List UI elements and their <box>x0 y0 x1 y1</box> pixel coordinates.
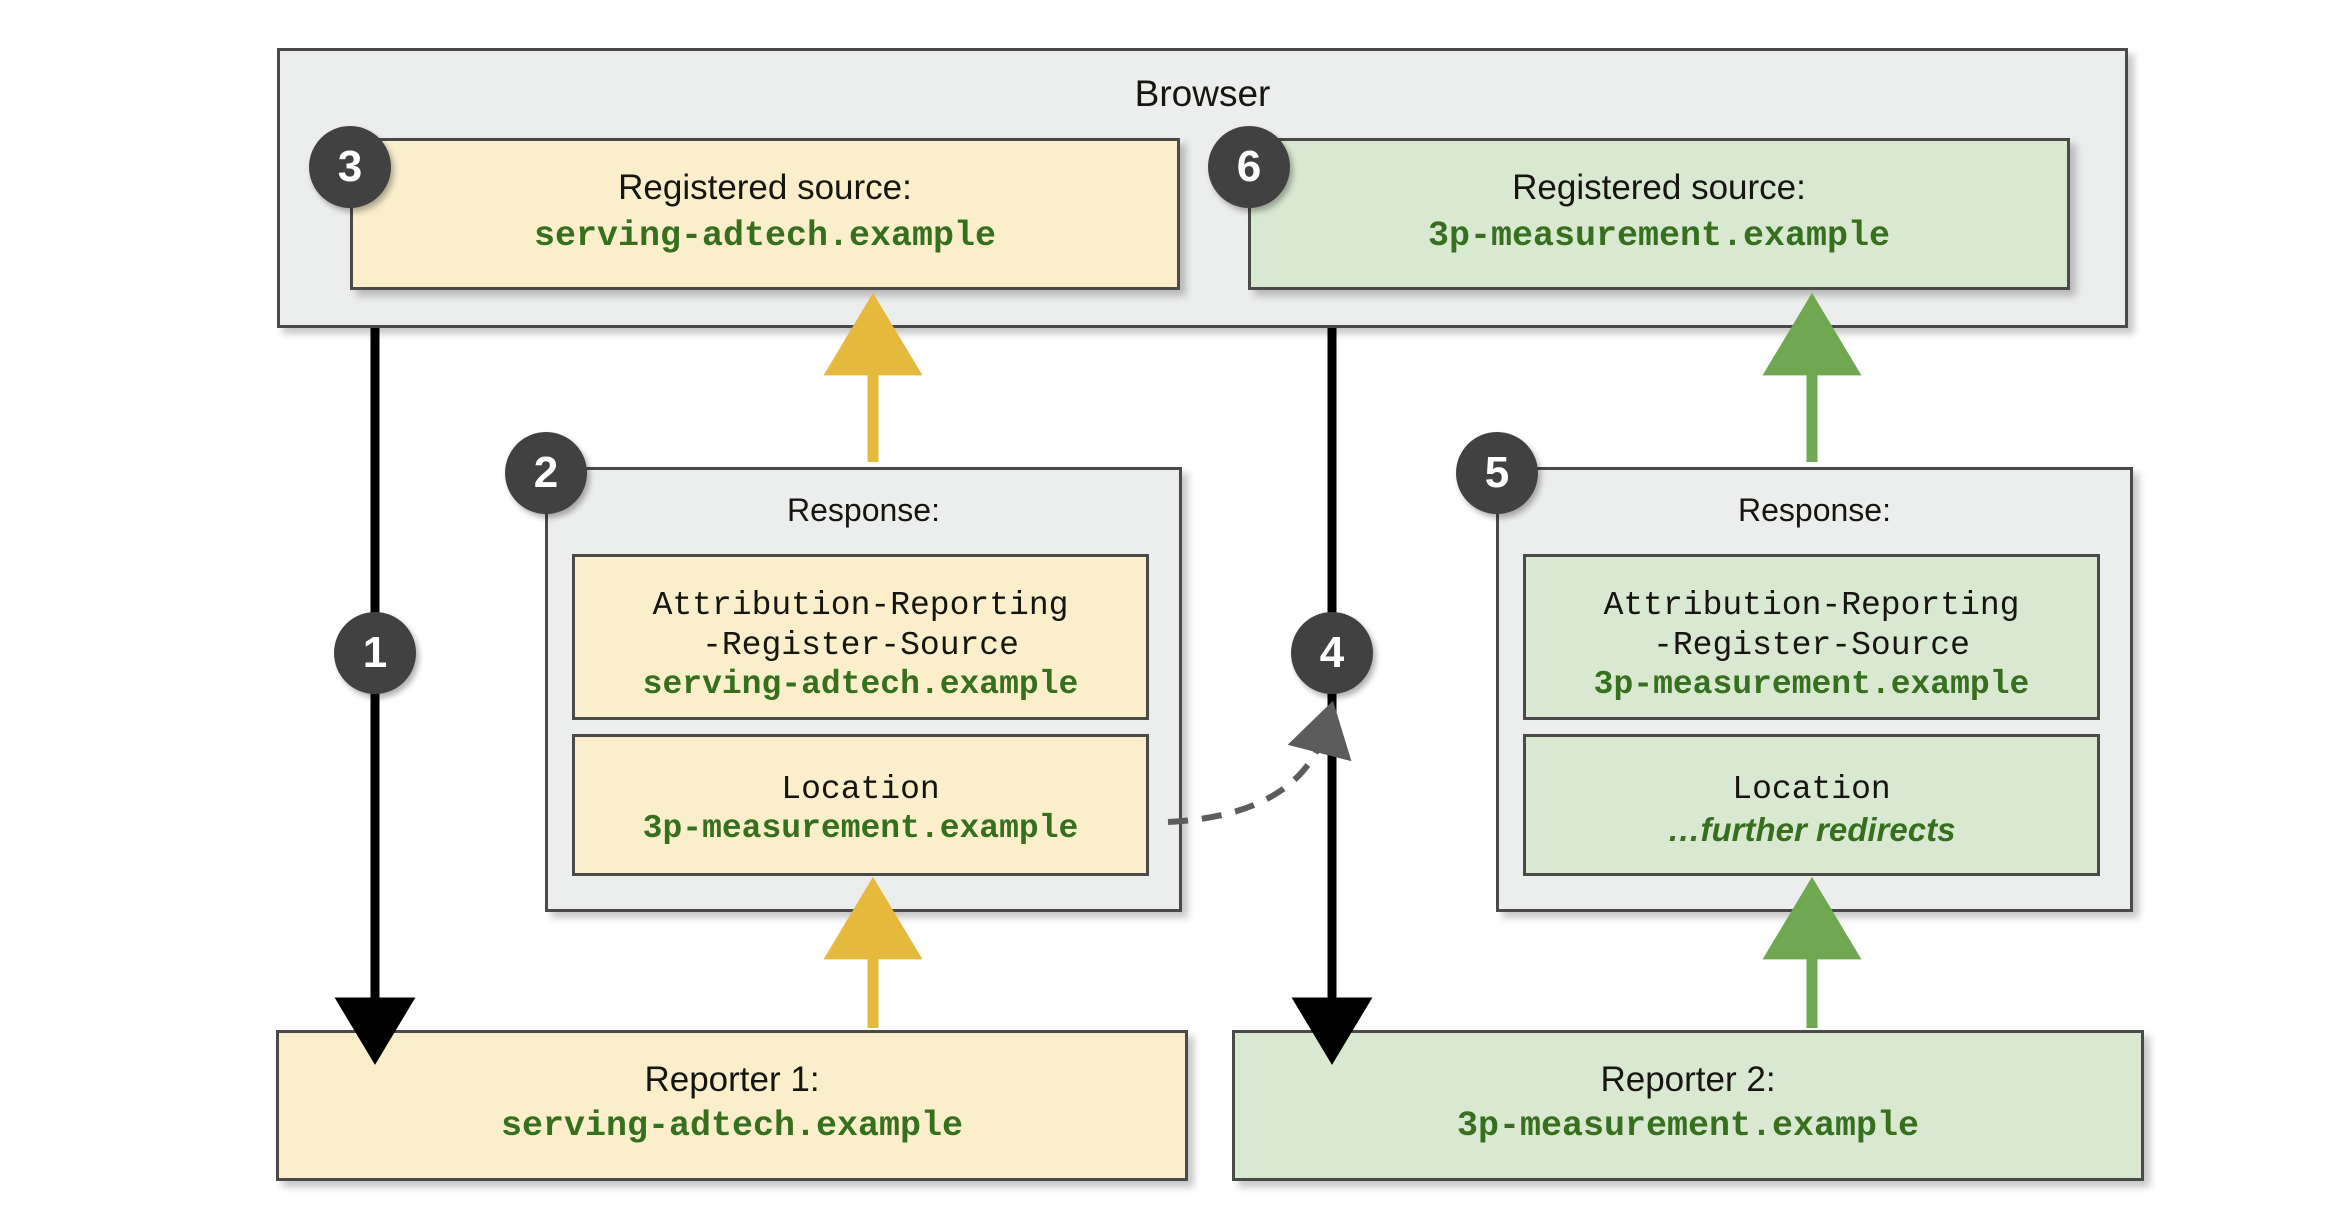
header-value-text: …further redirects <box>1667 811 1956 848</box>
registered-source-caption-2: Registered source: <box>1251 167 2067 210</box>
caption-text: Reporter 2: <box>1600 1060 1776 1099</box>
domain-text: serving-adtech.example <box>533 216 997 256</box>
domain-text: 3p-measurement.example <box>1427 216 1891 256</box>
header-name-line2: -Register-Source <box>575 625 1146 668</box>
response-header-card-1-1: Location 3p-measurement.example <box>572 734 1149 876</box>
domain-text: serving-adtech.example <box>500 1106 964 1146</box>
header-name-line1: Location <box>1526 769 2097 812</box>
reporter-card-2[interactable]: Reporter 2: 3p-measurement.example <box>1232 1030 2144 1181</box>
registered-source-caption-1: Registered source: <box>353 167 1177 210</box>
registered-source-card-1[interactable]: Registered source: serving-adtech.exampl… <box>350 138 1180 290</box>
badge-number: 1 <box>362 628 388 677</box>
header-value-text: serving-adtech.example <box>642 666 1079 703</box>
header-name-line1: Attribution-Reporting <box>1526 585 2097 628</box>
step-badge-5: 5 <box>1456 432 1538 514</box>
badge-number: 2 <box>533 448 559 497</box>
reporter-caption-2: Reporter 2: <box>1235 1059 2141 1102</box>
header-value: serving-adtech.example <box>575 665 1146 705</box>
caption-text: Reporter 1: <box>644 1060 820 1099</box>
response-title-1: Response: <box>787 492 940 528</box>
badge-number: 4 <box>1319 628 1345 677</box>
reporter-card-1[interactable]: Reporter 1: serving-adtech.example <box>276 1030 1188 1181</box>
reporter-value-1: serving-adtech.example <box>279 1105 1185 1148</box>
header-name-text: Location <box>781 771 940 808</box>
registered-source-value-2: 3p-measurement.example <box>1251 215 2067 258</box>
reporter-caption-1: Reporter 1: <box>279 1059 1185 1102</box>
step-badge-1: 1 <box>334 612 416 694</box>
browser-title: Browser <box>1134 73 1271 114</box>
reporter-value-2: 3p-measurement.example <box>1235 1105 2141 1148</box>
response-panel-1: Response: Attribution-Reporting -Registe… <box>545 467 1182 912</box>
domain-text: 3p-measurement.example <box>1456 1106 1920 1146</box>
header-value-text: 3p-measurement.example <box>642 810 1079 847</box>
step-badge-2: 2 <box>505 432 587 514</box>
header-value: 3p-measurement.example <box>575 809 1146 849</box>
header-name-text: Attribution-Reporting <box>652 587 1069 624</box>
response-header-card-1-0: Attribution-Reporting -Register-Source s… <box>572 554 1149 720</box>
response-panel-2: Response: Attribution-Reporting -Registe… <box>1496 467 2133 912</box>
badge-number: 6 <box>1236 142 1262 191</box>
step-badge-4: 4 <box>1291 612 1373 694</box>
header-name-text: Attribution-Reporting <box>1603 587 2020 624</box>
header-value: …further redirects <box>1526 811 2097 849</box>
badge-number: 3 <box>337 142 363 191</box>
response-header-card-2-1: Location …further redirects <box>1523 734 2100 876</box>
registered-source-value-1: serving-adtech.example <box>353 215 1177 258</box>
response-header-card-2-0: Attribution-Reporting -Register-Source 3… <box>1523 554 2100 720</box>
header-name-line2: -Register-Source <box>1526 625 2097 668</box>
caption-text: Registered source: <box>618 168 912 207</box>
step-badge-3: 3 <box>309 126 391 208</box>
header-name-text: -Register-Source <box>1653 627 1970 664</box>
header-name-line1: Attribution-Reporting <box>575 585 1146 628</box>
header-name-text: Location <box>1732 771 1891 808</box>
redirect-dashed-curve <box>1167 700 1352 825</box>
header-value: 3p-measurement.example <box>1526 665 2097 705</box>
caption-text: Registered source: <box>1512 168 1806 207</box>
response-title-2: Response: <box>1738 492 1891 528</box>
badge-number: 5 <box>1484 448 1510 497</box>
header-name-text: -Register-Source <box>702 627 1019 664</box>
header-name-line1: Location <box>575 769 1146 812</box>
step-badge-6: 6 <box>1208 126 1290 208</box>
registered-source-card-2[interactable]: Registered source: 3p-measurement.exampl… <box>1248 138 2070 290</box>
header-value-text: 3p-measurement.example <box>1593 666 2030 703</box>
